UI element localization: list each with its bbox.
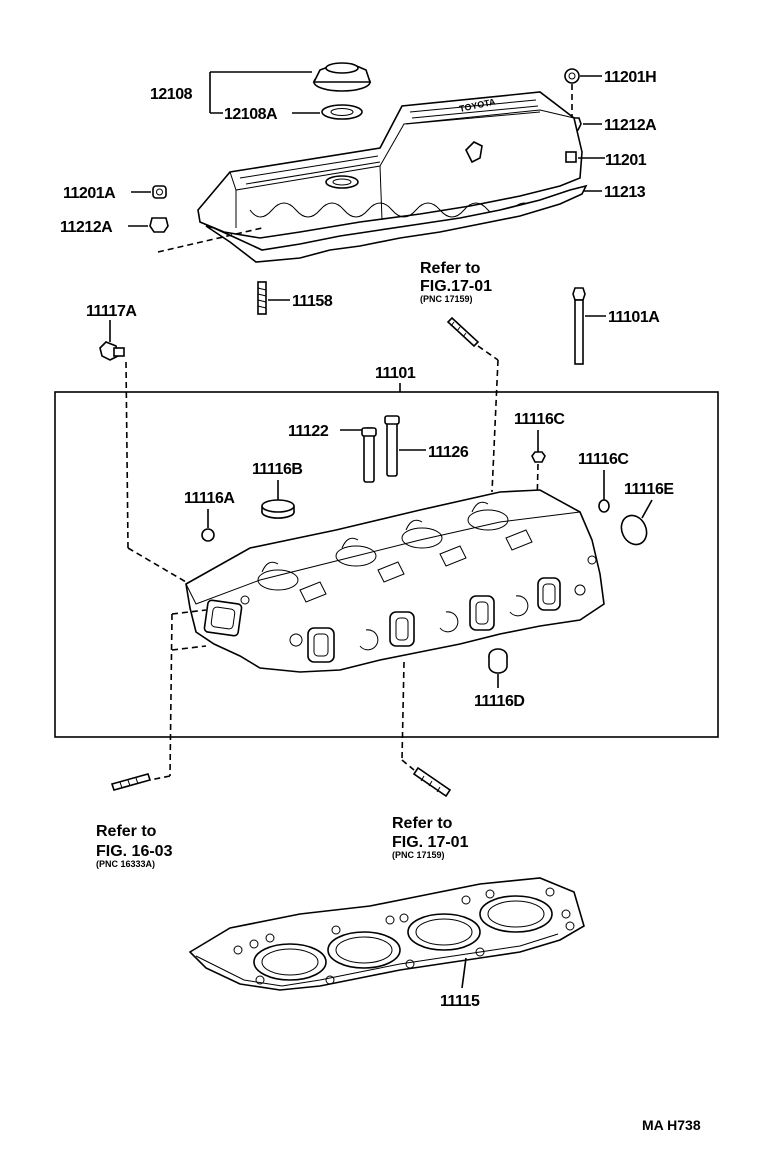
- nut-11201A: [152, 185, 167, 199]
- head-gasket: [188, 877, 585, 991]
- label-11115: 11115: [440, 993, 480, 1010]
- stud-ref-bottom: [412, 766, 452, 798]
- label-11116A: 11116A: [184, 490, 235, 507]
- dash-ref-left-b: [171, 645, 207, 651]
- label-11116E: 11116E: [624, 481, 674, 498]
- label-11201H: 11201H: [604, 69, 656, 86]
- valve-guide-11122: [361, 427, 377, 483]
- label-11212A-top: 11212A: [604, 117, 657, 134]
- plug-11116D: [488, 648, 508, 674]
- bolt-11101A: [572, 287, 586, 365]
- cover-gasket: [205, 184, 588, 263]
- label-11201A: 11201A: [63, 185, 116, 202]
- label-11116C-a: 11116C: [514, 411, 565, 428]
- ref-left-line1: Refer to: [96, 823, 157, 840]
- ref-top-line1: Refer to: [420, 260, 481, 277]
- label-11126: 11126: [428, 444, 469, 461]
- cylinder-head-cover: TOYOTA: [197, 91, 583, 239]
- label-11201: 11201: [605, 152, 647, 169]
- bracket-12108: [209, 71, 312, 114]
- ref-top-pnc: (PNC 17159): [420, 294, 473, 304]
- label-11116B: 11116B: [252, 461, 302, 478]
- label-11212A-left: 11212A: [60, 219, 113, 236]
- nut-11201H: [564, 68, 580, 84]
- filler-cap-gasket: [321, 104, 363, 120]
- label-11101: 11101: [375, 365, 416, 382]
- cylinder-head: [185, 489, 605, 673]
- plug-11116A: [201, 528, 215, 542]
- dash-ref-bottom-a: [401, 661, 405, 761]
- plug-11116E: [620, 514, 648, 546]
- cylinder-head-box: [54, 391, 719, 738]
- dash-ref-left-a: [171, 609, 207, 615]
- label-11117A: 11117A: [86, 303, 137, 320]
- label-11213: 11213: [604, 184, 646, 201]
- label-11116C-b: 11116C: [578, 451, 629, 468]
- dash-ref-top-b: [491, 359, 499, 493]
- ref-bottom-line2: FIG. 17-01: [392, 834, 469, 851]
- dash-11117A-b: [127, 547, 187, 583]
- plug-11116B: [261, 499, 295, 519]
- ref-left-line2: FIG. 16-03: [96, 843, 173, 860]
- dash-ref-bottom-b: [401, 759, 415, 771]
- label-11116D: 11116D: [474, 693, 524, 710]
- ref-top-line2: FIG.17-01: [420, 278, 492, 295]
- dash-ref-left-d: [149, 775, 171, 781]
- stud-ref-left: [110, 773, 152, 791]
- bolt-11117A: [99, 341, 125, 361]
- grommet-11212A-left: [149, 217, 169, 233]
- label-12108: 12108: [150, 86, 193, 103]
- plug-11116C-b: [598, 499, 610, 513]
- leader-11115: [461, 957, 467, 989]
- valve-guide-11126: [384, 415, 400, 477]
- ref-bottom-line1: Refer to: [392, 815, 453, 832]
- label-11101A: 11101A: [608, 309, 660, 326]
- label-12108A: 12108A: [224, 106, 278, 123]
- dash-ref-top-a: [477, 345, 499, 361]
- dash-11212A-left: [157, 227, 263, 253]
- stud-11158: [257, 281, 267, 315]
- ref-left-pnc: (PNC 16333A): [96, 859, 155, 869]
- oil-filler-cap: [312, 62, 372, 92]
- plug-11116C-a: [531, 451, 546, 463]
- drawing-code: MA H738: [642, 1117, 701, 1133]
- ref-bottom-pnc: (PNC 17159): [392, 850, 445, 860]
- dash-11117A-a: [125, 361, 129, 549]
- leader-11116E: [641, 499, 653, 519]
- label-11158: 11158: [292, 293, 333, 310]
- dash-ref-left-c: [169, 613, 173, 777]
- stud-ref-top: [446, 316, 480, 348]
- label-11122: 11122: [288, 423, 329, 440]
